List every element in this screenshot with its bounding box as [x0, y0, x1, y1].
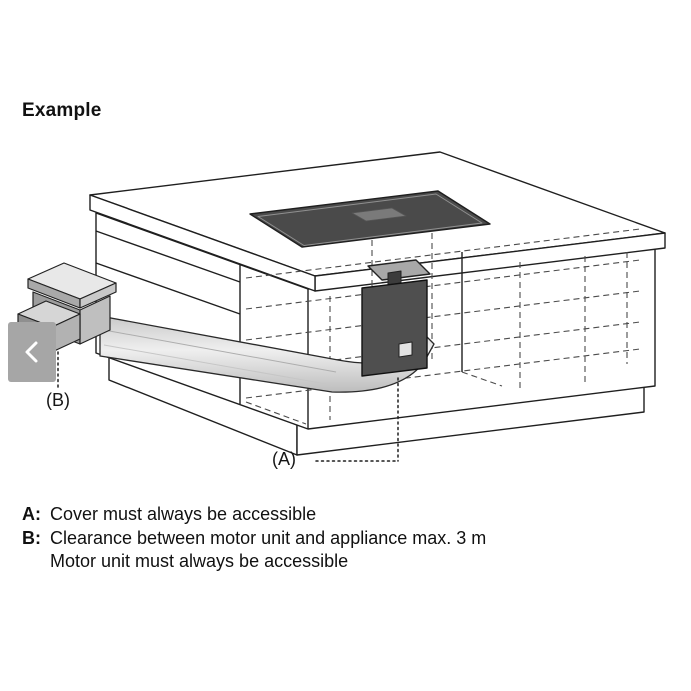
page-title: Example	[22, 100, 102, 121]
note-b: B: Clearance between motor unit and appl…	[22, 527, 486, 551]
callout-b-label: (B)	[46, 390, 70, 410]
plinth-base	[108, 349, 645, 456]
note-a-text: Cover must always be accessible	[50, 504, 317, 524]
callout-leaders	[57, 351, 399, 462]
note-a-key: A:	[22, 504, 41, 524]
callout-a-label: (A)	[272, 449, 296, 469]
access-cover	[361, 259, 431, 377]
note-b-text: Clearance between motor unit and applian…	[50, 527, 487, 548]
note-b-line2-key	[22, 550, 50, 574]
note-b-key: B:	[22, 527, 41, 548]
note-b-line2-text: Motor unit must always be accessible	[50, 551, 349, 571]
note-a: A: Cover must always be accessible	[22, 503, 486, 527]
note-b-line2: Motor unit must always be accessible	[22, 550, 486, 574]
carousel-previous-button[interactable]	[8, 322, 56, 382]
legend-notes: A: Cover must always be accessible B: Cl…	[22, 503, 486, 574]
cooktop	[249, 190, 491, 248]
chevron-left-icon	[25, 341, 38, 363]
